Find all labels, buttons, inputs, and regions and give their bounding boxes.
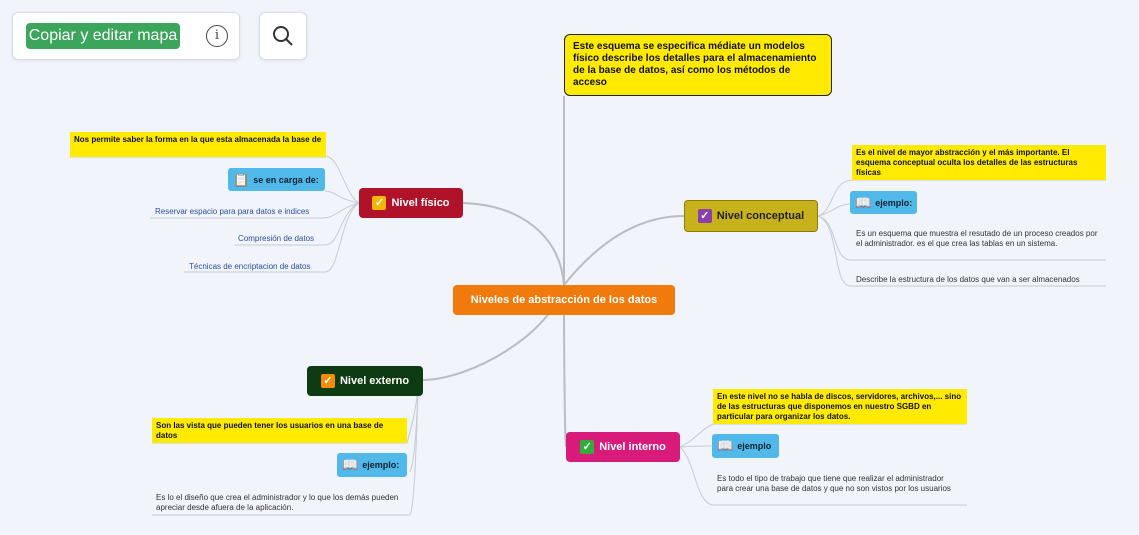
interno-example: Es todo el tipo de trabajo que tiene que… <box>717 474 951 493</box>
externo-note: Son las vista que pueden tener los usuar… <box>152 418 407 443</box>
interno-note: En este nivel no se habla de discos, ser… <box>713 389 967 424</box>
nivel-conceptual-label: Nivel conceptual <box>716 210 805 222</box>
top-note: Este esquema se especifica médiate un mo… <box>564 34 832 96</box>
checkbox-icon: ✓ <box>580 440 595 454</box>
nivel-interno-label: Nivel interno <box>599 441 666 453</box>
search-icon <box>273 26 293 46</box>
fisico-item-2: Compresión de datos <box>238 234 315 243</box>
nivel-conceptual-node[interactable]: ✓ Nivel conceptual <box>684 200 818 232</box>
checkbox-icon: ✓ <box>372 196 387 210</box>
conceptual-note: Es el nivel de mayor abstracción y el má… <box>852 145 1106 180</box>
info-icon[interactable]: i <box>206 25 228 47</box>
nivel-interno-node[interactable]: ✓ Nivel interno <box>566 432 680 462</box>
toolbar: Copiar y editar mapa i <box>12 12 240 60</box>
externo-tag: 📖 ejemplo: <box>337 453 407 477</box>
copy-edit-map-button[interactable]: Copiar y editar mapa <box>26 23 180 49</box>
conceptual-example: Es un esquema que muestra el resutado de… <box>856 229 1098 248</box>
checkbox-icon: ✓ <box>697 209 712 223</box>
conceptual-tag: 📖 ejemplo: <box>850 191 917 214</box>
fisico-item-1: Reservar espacio para para datos e indic… <box>155 207 310 216</box>
checkbox-icon: ✓ <box>320 374 335 388</box>
fisico-item-3: Técnicas de encriptacion de datos <box>189 262 311 271</box>
book-icon: 📖 <box>342 457 359 472</box>
fisico-note: Nos permite saber la forma en la que est… <box>70 132 326 157</box>
interno-tag-label: ejemplo <box>737 441 772 451</box>
nivel-fisico-node[interactable]: ✓ Nivel físico <box>359 188 463 218</box>
nivel-externo-node[interactable]: ✓ Nivel externo <box>307 366 423 396</box>
central-topic[interactable]: Niveles de abstracción de los datos <box>453 285 675 315</box>
nivel-externo-label: Nivel externo <box>339 375 410 387</box>
conceptual-tag-label: ejemplo: <box>875 197 913 208</box>
nivel-fisico-label: Nivel físico <box>391 197 450 209</box>
search-button[interactable] <box>259 12 307 60</box>
interno-tag: 📖 ejemplo <box>712 434 779 458</box>
book-icon: 📖 <box>855 194 872 210</box>
book-icon: 📖 <box>717 438 734 453</box>
conceptual-item: Describe la estructura de los datos que … <box>856 275 1080 284</box>
externo-example: Es lo el diseño que crea el administrado… <box>156 493 399 512</box>
fisico-tag-label: se en carga de: <box>253 174 319 185</box>
clipboard-icon: 📋 <box>233 171 250 187</box>
externo-tag-label: ejemplo: <box>362 460 400 470</box>
fisico-tag: 📋 se en carga de: <box>228 168 325 191</box>
